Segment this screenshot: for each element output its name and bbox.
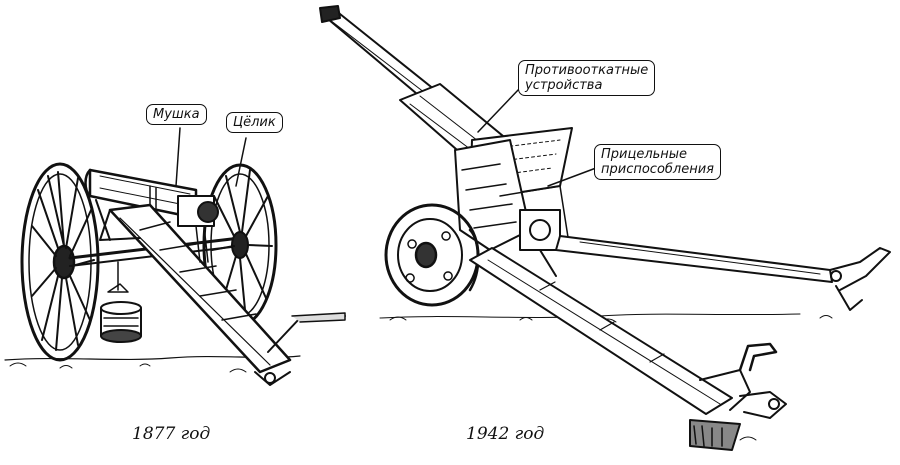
mechanism-1942 <box>454 139 571 277</box>
bucket-1877 <box>100 261 142 343</box>
wheel-1942 <box>384 203 480 307</box>
callout-recoil-devices: Противооткатные устройства <box>518 60 656 96</box>
gun-1877-drawing <box>4 127 346 386</box>
caption-1877: 1877 год <box>132 424 211 444</box>
caption-1942: 1942 год <box>466 424 545 444</box>
trail-front-1942 <box>469 247 787 451</box>
callout-front-sight: Мушка <box>146 104 207 125</box>
gun-1942-drawing <box>319 5 891 451</box>
carriage-1877 <box>95 199 346 386</box>
callout-rear-sight: Цёлик <box>226 112 283 133</box>
barrel-1877 <box>84 168 219 227</box>
callout-sighting-devices: Прицельные приспособления <box>594 144 721 180</box>
trail-right-1942 <box>555 235 891 311</box>
